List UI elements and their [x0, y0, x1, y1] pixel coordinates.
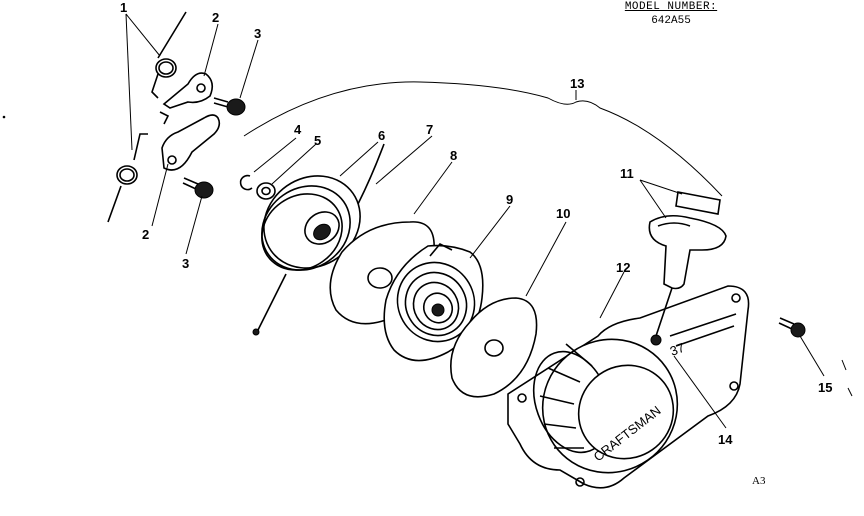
- callout-2-lower: 2: [142, 227, 149, 242]
- part-2-pawl-upper: [159, 72, 214, 125]
- part-5-washer: [256, 182, 276, 200]
- part-2-pawl-lower: [161, 114, 221, 171]
- callout-1: 1: [120, 0, 127, 15]
- callout-9: 9: [506, 192, 513, 207]
- callout-12: 12: [616, 260, 630, 275]
- part-6-pulley: [261, 175, 361, 271]
- model-number-block: MODEL NUMBER: 642A55: [606, 0, 736, 28]
- callout-13: 13: [570, 76, 584, 91]
- callout-10: 10: [556, 206, 570, 221]
- part-1-spring-upper: [151, 11, 187, 99]
- part-7-rope: [252, 143, 385, 336]
- part-12-starter-housing: [507, 285, 750, 489]
- callout-14: 14: [718, 432, 733, 447]
- callout-2-upper: 2: [212, 10, 219, 25]
- part-3-screw-upper: [213, 97, 246, 116]
- callout-6: 6: [378, 128, 385, 143]
- callout-5: 5: [314, 133, 321, 148]
- callout-7: 7: [426, 122, 433, 137]
- stray-mark: [2, 115, 6, 119]
- model-number-value: 642A55: [651, 15, 691, 27]
- part-9-recoil-spring: [383, 243, 484, 362]
- part-11-starter-handle: [648, 191, 727, 290]
- callout-labels: 1 2 3 2 3 4 5 6 7 8 9 10 11 12 13 14 15: [120, 0, 832, 447]
- part-10-spring-cup: [450, 297, 538, 398]
- part-15-screw: [778, 317, 806, 338]
- callout-11: 11: [620, 166, 634, 181]
- leader-lines: [125, 13, 853, 429]
- part-14-decal: 37: [668, 340, 687, 359]
- part-4-e-clip: [239, 174, 253, 191]
- part-1-spring-lower: [107, 133, 148, 223]
- drawing-code: A3: [752, 475, 766, 487]
- callout-3-upper: 3: [254, 26, 261, 41]
- part-3-screw-lower: [182, 177, 214, 199]
- callout-15: 15: [818, 380, 832, 395]
- model-number-label: MODEL NUMBER:: [624, 1, 718, 13]
- callout-3-lower: 3: [182, 256, 189, 271]
- callout-4: 4: [294, 122, 302, 137]
- cover-marking-text: 37: [668, 340, 687, 359]
- callout-8: 8: [450, 148, 457, 163]
